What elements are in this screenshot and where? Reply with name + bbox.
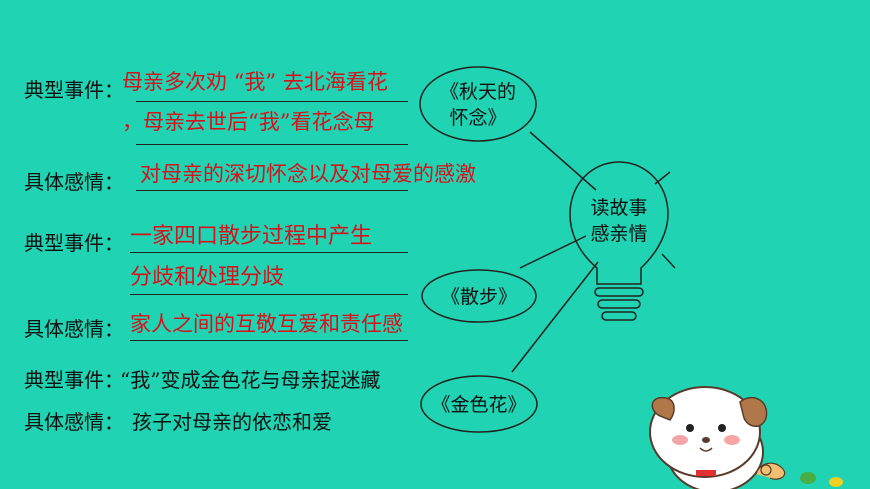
- answer-underline: [136, 101, 408, 102]
- answer-text: 一家四口散步过程中产生: [130, 224, 373, 249]
- puppy-illustration: [649, 386, 843, 489]
- event-text: “我”变成金色花与母亲捉迷藏: [120, 368, 381, 392]
- answer-underline: [136, 144, 408, 145]
- answer-text: 母亲多次劝 “我” 去北海看花: [122, 70, 388, 94]
- bubble-golden: [420, 375, 538, 433]
- bubble-autumn-line1: 《秋天的: [439, 81, 516, 103]
- connector-walk: [519, 235, 587, 269]
- event-label: 典型事件：: [24, 78, 124, 102]
- bubble-autumn-line2: 怀念》: [449, 107, 507, 129]
- bubble-walk: [421, 269, 537, 323]
- event-label: 典型事件：: [24, 231, 124, 255]
- bubble-walk-label: 《散步》: [440, 286, 517, 308]
- lightbulb-icon: [569, 161, 676, 321]
- feeling-label: 具体感情：: [24, 170, 124, 194]
- answer-text: ，母亲去世后“我”看花念母: [122, 110, 375, 134]
- feeling-label: 具体感情：: [24, 317, 124, 341]
- connector-golden: [511, 261, 599, 373]
- answer-underline: [130, 294, 408, 295]
- answer-text: 对母亲的深切怀念以及对母爱的感激: [140, 162, 476, 186]
- answer-underline: [130, 340, 408, 341]
- connector-autumn: [529, 131, 597, 191]
- feeling-text: 孩子对母亲的依恋和爱: [132, 410, 332, 434]
- event-label: 典型事件：: [24, 368, 124, 392]
- bulb-label-line1: 读故事: [590, 197, 648, 219]
- answer-underline: [130, 252, 408, 253]
- bulb-label-line2: 感亲情: [590, 223, 648, 245]
- bubble-autumn: [419, 66, 537, 142]
- answer-text: 家人之间的互敬互爱和责任感: [130, 312, 403, 336]
- answer-underline: [136, 190, 408, 191]
- bubble-golden-label: 《金色花》: [431, 394, 527, 416]
- answer-text: 分歧和处理分歧: [130, 265, 285, 290]
- feeling-label: 具体感情：: [24, 410, 124, 434]
